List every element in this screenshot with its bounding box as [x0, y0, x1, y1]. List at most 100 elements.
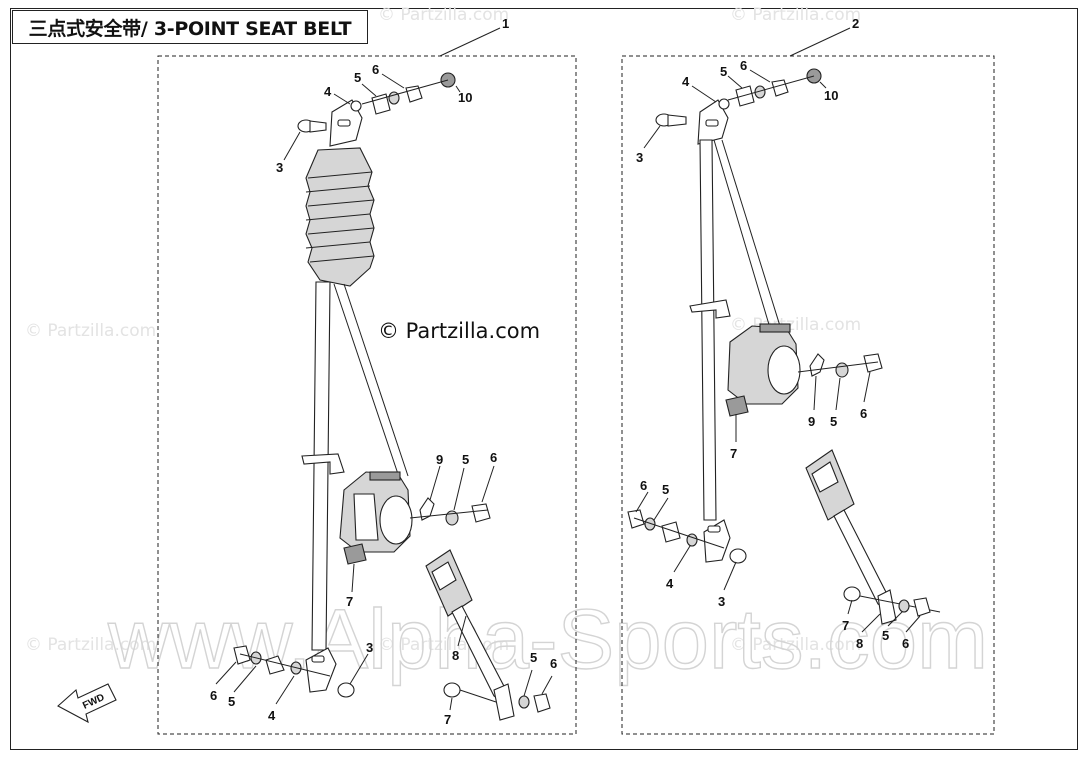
forward-arrow: FWD — [57, 683, 117, 724]
callout-number: 5 — [830, 414, 837, 429]
callout-number: 4 — [268, 708, 276, 723]
belt-webbing-diagonal — [333, 283, 401, 481]
bolt-shank — [667, 114, 687, 127]
assembly-number-right: 2 — [852, 16, 859, 31]
retractor-bolt — [725, 395, 749, 417]
callout-leader — [233, 665, 257, 693]
belt-webbing — [699, 139, 717, 521]
callout-leader — [381, 73, 405, 89]
callout-number: 8 — [856, 636, 863, 651]
washer — [388, 91, 400, 105]
callout-number: 6 — [372, 62, 379, 77]
assembly-axis — [633, 517, 725, 549]
callout-number: 5 — [720, 64, 727, 79]
watermark-text: © Partzilla.com — [730, 5, 861, 25]
callout-leader — [457, 615, 467, 647]
callout-leader — [429, 465, 441, 501]
spacer-plate — [371, 93, 391, 115]
buckle-release — [811, 461, 839, 493]
callout-number: 6 — [740, 58, 747, 73]
retractor-slot — [759, 323, 791, 333]
callout-leader — [449, 697, 453, 711]
callout-leader — [863, 371, 871, 403]
leader-line — [789, 27, 851, 57]
callout-leader — [653, 497, 669, 521]
retractor-spool — [767, 345, 801, 395]
callout-leader — [847, 599, 853, 615]
retractor-bolt — [343, 543, 367, 565]
bolt-shank — [309, 120, 327, 133]
callout-number: 7 — [346, 594, 353, 609]
belt-webbing-diagonal — [713, 139, 771, 329]
belt-guide-bracket — [689, 299, 731, 319]
callout-number: 10 — [824, 88, 838, 103]
buckle-bracket — [877, 589, 897, 625]
callout-leader — [275, 675, 295, 705]
callout-number: 5 — [228, 694, 235, 709]
watermark-text: © Partzilla.com — [378, 5, 509, 25]
washer — [835, 362, 849, 378]
callout-number: 6 — [550, 656, 557, 671]
callout-leader — [691, 85, 717, 103]
clip — [809, 353, 825, 377]
anchor-slot — [705, 119, 719, 127]
callout-leader — [723, 561, 737, 591]
callout-leader — [887, 611, 903, 627]
callout-number: 7 — [730, 446, 737, 461]
copyright-text: © Partzilla.com — [378, 319, 540, 343]
bolt-head — [843, 586, 861, 602]
callout-number: 10 — [458, 90, 472, 105]
hex-nut — [913, 597, 931, 617]
left-seat-belt-assembly — [233, 72, 551, 721]
clip — [419, 497, 435, 521]
anchor-slot — [337, 119, 351, 127]
assembly-axis — [239, 653, 331, 677]
right-callouts: 3 4 5 6 10 9 5 6 7 6 5 4 3 7 8 5 6 — [635, 58, 921, 651]
callout-number: 5 — [882, 628, 889, 643]
callout-number: 6 — [210, 688, 217, 703]
right-assembly-box — [621, 55, 995, 735]
callout-leader — [349, 653, 369, 685]
spacer-plate — [735, 85, 755, 107]
callout-leader — [835, 377, 841, 411]
callout-leader — [333, 93, 351, 105]
callout-leader — [481, 465, 495, 503]
callout-number: 9 — [436, 452, 443, 467]
callout-number: 4 — [682, 74, 690, 89]
callout-number: 5 — [662, 482, 669, 497]
callout-leader — [541, 675, 553, 695]
watermark-layer: © Partzilla.com © Partzilla.com © Partzi… — [25, 5, 989, 687]
callout-leader — [905, 615, 921, 633]
left-assembly-box — [157, 55, 577, 735]
assembly-axis — [361, 79, 449, 105]
assembly-number-left: 1 — [502, 16, 509, 31]
callout-number: 3 — [276, 160, 283, 175]
callout-leader — [813, 375, 817, 411]
callout-number: 3 — [636, 150, 643, 165]
bolt-head — [443, 682, 461, 698]
hex-nut — [471, 503, 491, 523]
buckle-bracket — [493, 683, 515, 721]
anchor-slot — [707, 525, 721, 533]
belt-webbing-diagonal — [343, 283, 409, 477]
diagram-title: 三点式安全带/ 3-POINT SEAT BELT — [12, 10, 368, 44]
callout-leader — [453, 467, 465, 511]
diagram-frame — [10, 8, 1078, 750]
callout-number: 4 — [324, 84, 332, 99]
anchor-hole — [350, 100, 362, 112]
callout-leader — [215, 661, 237, 685]
retractor-side — [353, 493, 379, 541]
callout-number: 5 — [354, 70, 361, 85]
callout-number: 3 — [366, 640, 373, 655]
anchor-hole — [718, 98, 730, 110]
callout-leader — [455, 85, 461, 93]
callout-number: 6 — [860, 406, 867, 421]
assembly-axis — [459, 689, 497, 703]
callout-number: 6 — [640, 478, 647, 493]
callout-number: 7 — [842, 618, 849, 633]
callout-number: 5 — [462, 452, 469, 467]
bolt-head — [729, 548, 747, 564]
bellows-ribs — [305, 171, 375, 263]
callout-leader — [361, 83, 377, 97]
